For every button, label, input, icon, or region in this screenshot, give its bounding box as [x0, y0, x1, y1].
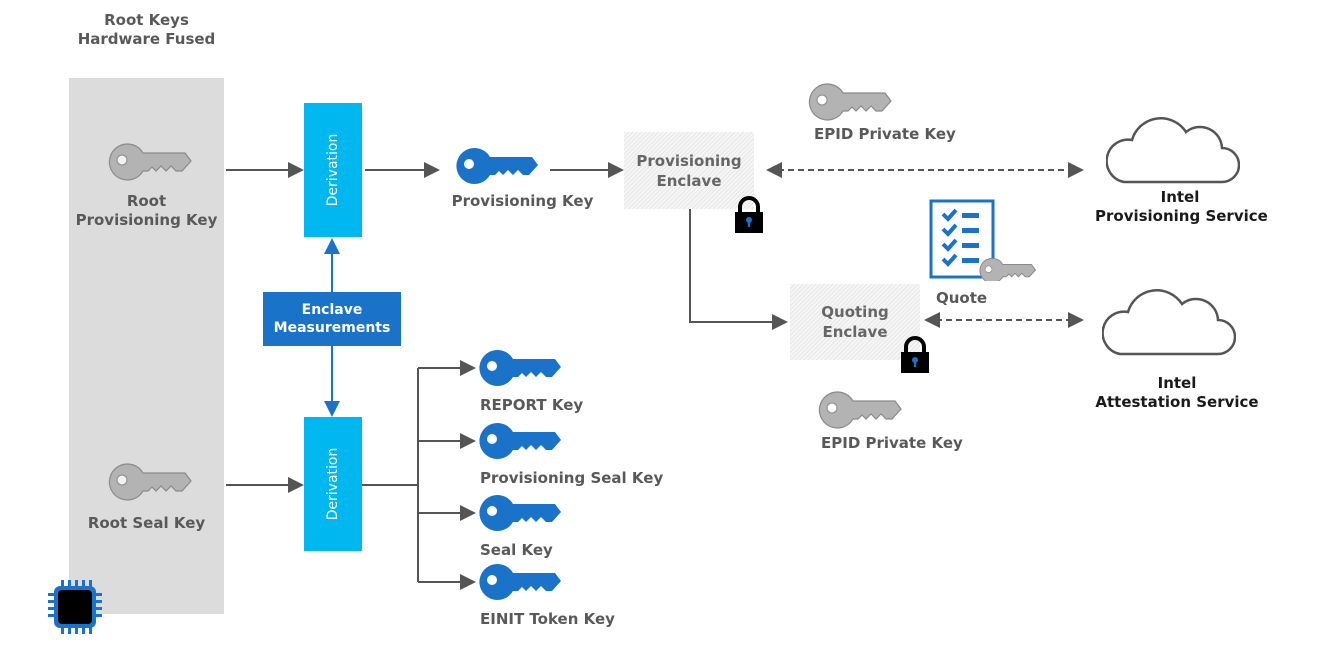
- provisioning-seal-key-icon: [479, 422, 561, 459]
- quote-document-icon: [929, 199, 1037, 281]
- quoting-enclave-lock-icon: [901, 336, 929, 373]
- provisioning-enclave-line1: Provisioning: [636, 151, 742, 170]
- epid-private-key-bottom-label: EPID Private Key: [821, 434, 963, 452]
- quote-label: Quote: [936, 289, 988, 307]
- chip-icon: [48, 580, 102, 634]
- seal-key-icon: [479, 494, 561, 531]
- enclave-measurements-box: Enclave Measurements: [263, 292, 401, 346]
- measurements-line2: Measurements: [273, 320, 391, 336]
- attestation-service-line2: Attestation Service: [1095, 393, 1259, 411]
- seal-key-label: Seal Key: [480, 541, 553, 559]
- attestation-service-line1: Intel: [1157, 374, 1197, 392]
- root-provisioning-line2: Provisioning Key: [75, 211, 218, 229]
- provisioning-key-label: Provisioning Key: [451, 192, 594, 210]
- attestation-service-label: Intel Attestation Service: [1092, 374, 1262, 412]
- quoting-enclave-line2: Enclave: [822, 323, 888, 341]
- epid-private-key-bottom-icon: [818, 391, 902, 429]
- root-seal-key-label: Root Seal Key: [87, 514, 206, 532]
- root-seal-key-icon: [108, 463, 192, 501]
- provisioning-service-label: Intel Provisioning Service: [1095, 188, 1268, 226]
- derivation-top-box: Derivation: [304, 103, 362, 237]
- arrow-prov-to-quoting: [689, 209, 788, 330]
- root-provisioning-key-label: Root Provisioning Key: [69, 192, 224, 230]
- einit-token-key-icon: [479, 563, 561, 600]
- provisioning-key-icon: [456, 147, 538, 184]
- derivation-bottom-box: Derivation: [304, 417, 362, 551]
- title-line1: Root Keys: [104, 11, 189, 29]
- root-provisioning-key-icon: [108, 143, 192, 181]
- provisioning-service-line1: Intel: [1160, 188, 1200, 206]
- report-key-icon: [479, 349, 561, 386]
- provisioning-seal-key-label: Provisioning Seal Key: [480, 469, 664, 487]
- provisioning-service-cloud-icon: [1106, 117, 1240, 184]
- root-keys-title: Root Keys Hardware Fused: [69, 11, 224, 49]
- report-key-label: REPORT Key: [480, 396, 584, 414]
- quoting-enclave-line1: Quoting: [821, 303, 889, 321]
- epid-private-key-top-label: EPID Private Key: [814, 125, 956, 143]
- provisioning-enclave-lock-icon: [735, 196, 763, 233]
- epid-private-key-top-icon: [808, 83, 892, 121]
- title-line2: Hardware Fused: [77, 30, 216, 48]
- einit-token-key-label: EINIT Token Key: [480, 610, 615, 628]
- provisioning-enclave-box: Provisioning Enclave: [624, 132, 754, 209]
- provisioning-service-line2: Provisioning Service: [1095, 207, 1268, 225]
- root-provisioning-line1: Root: [126, 192, 167, 210]
- provisioning-enclave-line2: Enclave: [656, 171, 722, 190]
- measurements-line1: Enclave: [301, 302, 363, 318]
- attestation-service-cloud-icon: [1102, 289, 1236, 356]
- quoting-enclave-box: Quoting Enclave: [790, 284, 920, 360]
